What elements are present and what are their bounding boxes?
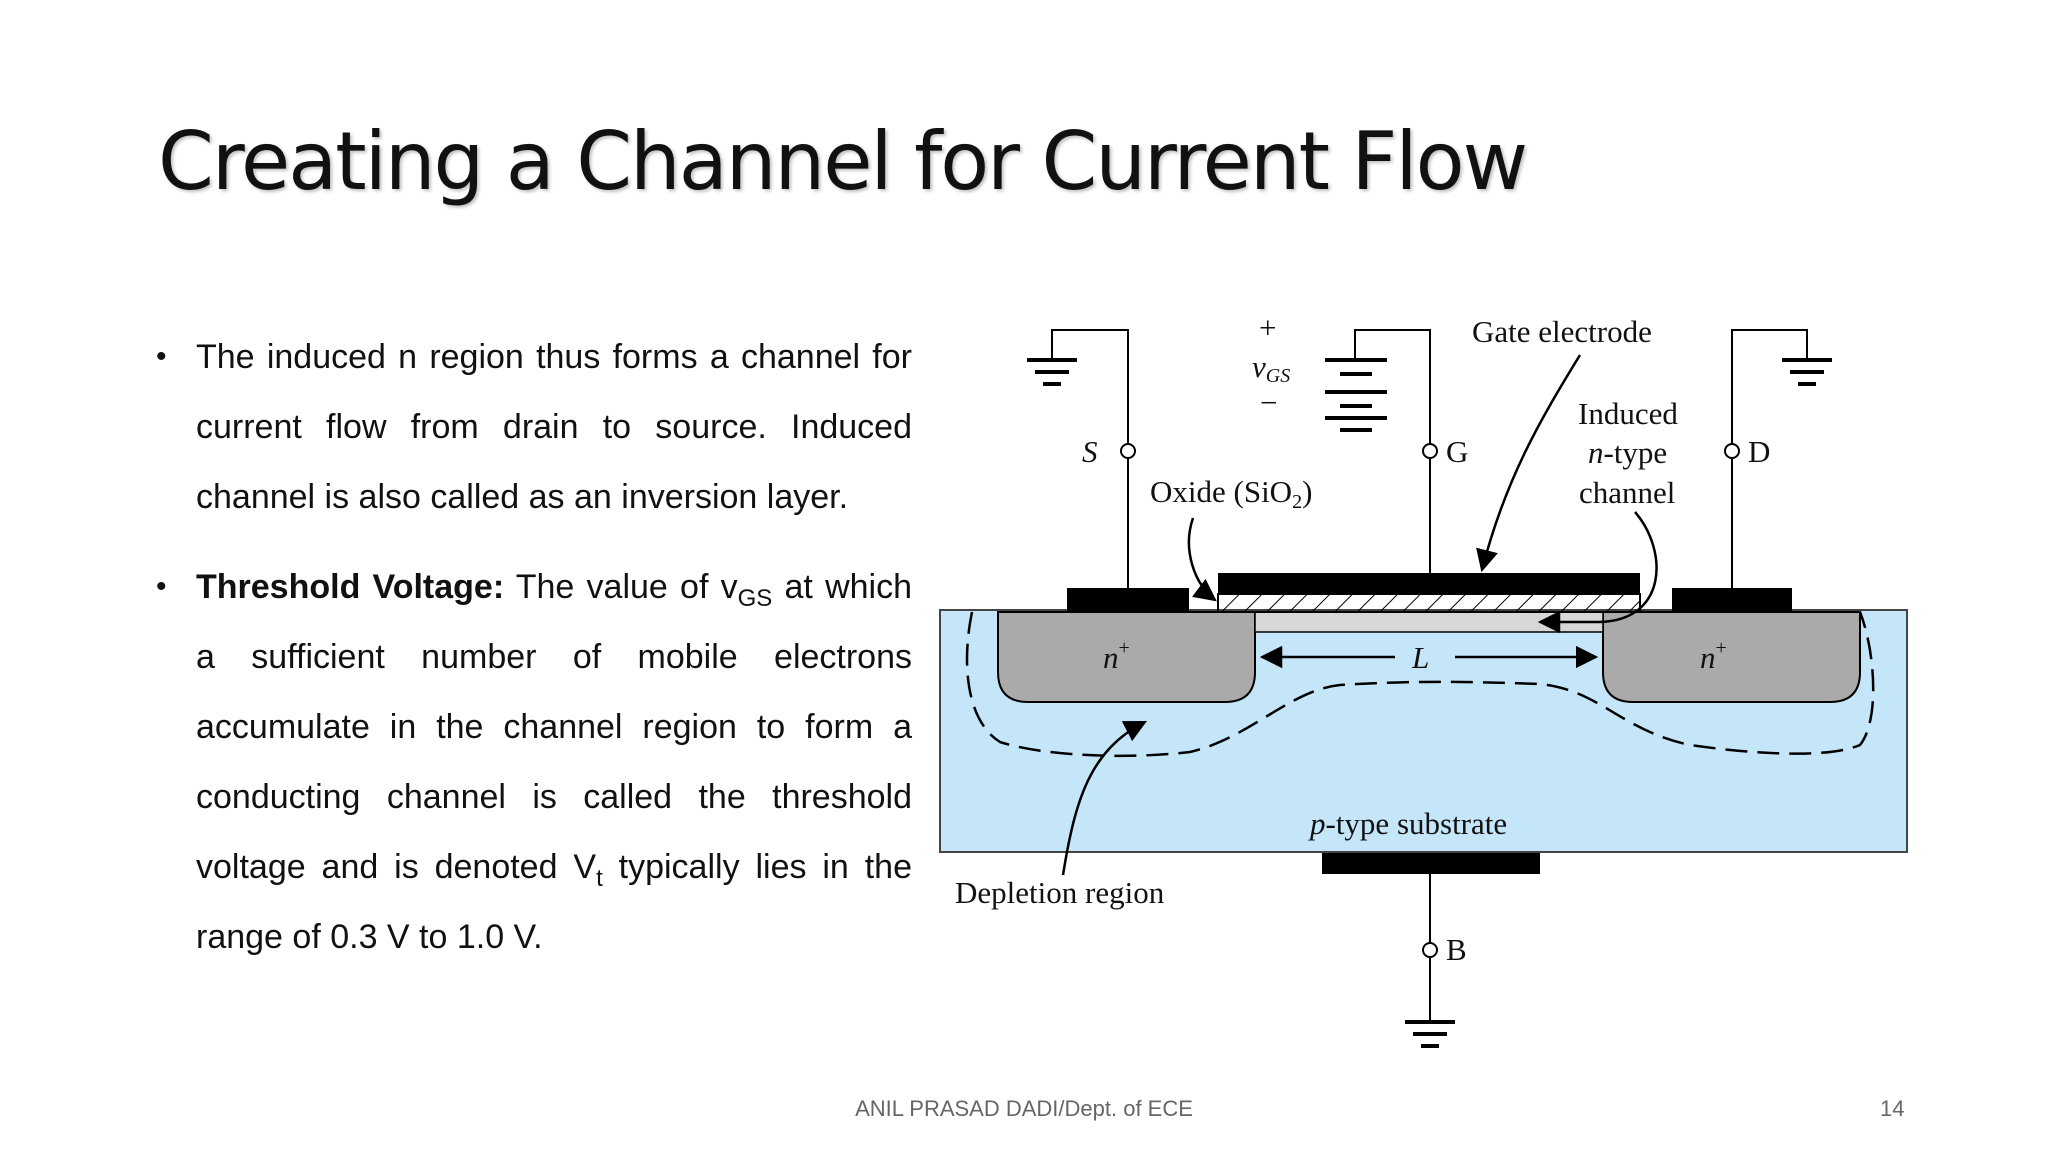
ground-icon (1405, 1020, 1455, 1048)
depletion-arrow (1061, 720, 1148, 876)
depletion-label: Depletion region (955, 875, 1165, 910)
bullet-threshold: Threshold Voltage: The value of vGS at w… (152, 552, 912, 972)
bullet-channel-text: The induced n region thus forms a channe… (196, 338, 912, 516)
induced-label-1: Induced (1578, 396, 1678, 431)
source-label: S (1082, 434, 1098, 469)
body-terminal (1422, 942, 1438, 958)
footer-text: ANIL PRASAD DADI/Dept. of ECE (855, 1096, 1193, 1121)
minus-sign: − (1260, 385, 1277, 420)
gate-label: G (1446, 434, 1468, 469)
drain-label: D (1748, 434, 1770, 469)
ground-icon (1782, 358, 1832, 386)
gate-terminal (1422, 443, 1438, 459)
source-n-region (997, 611, 1256, 703)
drain-terminal (1724, 443, 1740, 459)
threshold-term: Threshold Voltage: (196, 568, 505, 606)
depletion-boundary (965, 611, 1875, 758)
drain-metal (1672, 588, 1792, 612)
n-plus-right-label: n+ (1700, 637, 1727, 675)
vgs-label: vGS (1252, 349, 1290, 387)
source-metal (1067, 588, 1189, 612)
gate-electrode-label: Gate electrode (1472, 314, 1652, 349)
page-number: 14 (1880, 1096, 1905, 1121)
source-wire (1051, 329, 1129, 588)
body-metal (1322, 853, 1540, 874)
body-label: B (1446, 932, 1467, 967)
oxide-label: Oxide (SiO2) (1150, 474, 1312, 513)
induced-label-3: channel (1579, 475, 1675, 510)
slide-title: Creating a Channel for Current Flow (158, 115, 1528, 208)
n-plus-left-label: n+ (1103, 637, 1130, 675)
source-terminal (1120, 443, 1136, 459)
oxide-layer (1217, 593, 1641, 613)
drain-n-region (1602, 611, 1861, 703)
battery-icon (1325, 358, 1387, 432)
length-label: L (1411, 640, 1429, 675)
substrate-label: p-type substrate (1308, 806, 1507, 841)
ground-icon (1027, 358, 1077, 386)
mosfet-diagram: S G D B + vGS − Gate electrode Induced n… (939, 310, 1908, 1048)
gate-metal (1218, 573, 1640, 594)
induced-channel-arrow (1537, 511, 1658, 634)
plus-sign: + (1259, 310, 1276, 345)
bullet-channel: The induced n region thus forms a channe… (152, 322, 912, 532)
gate-wire (1354, 329, 1431, 573)
induced-label-2: n-type (1588, 435, 1667, 470)
bullet-list: The induced n region thus forms a channe… (152, 322, 912, 992)
drain-wire (1731, 329, 1808, 588)
oxide-arrow (1187, 517, 1217, 602)
gate-electrode-arrow (1476, 354, 1582, 573)
